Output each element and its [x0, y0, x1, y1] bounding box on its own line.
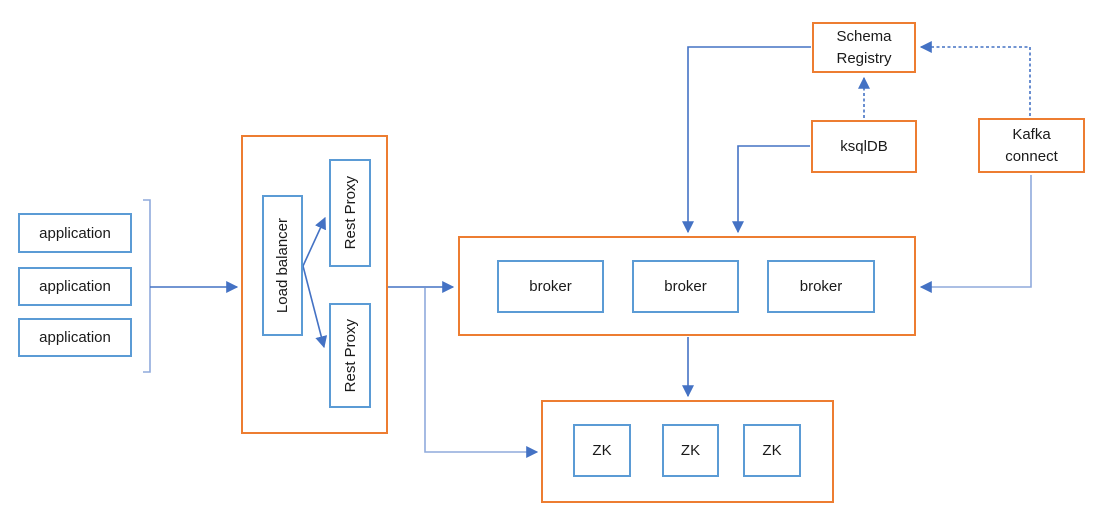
- edge-load-balancer-group-to-zookeeper-cluster: [424, 288, 539, 458]
- edge-load-balancer-to-rest-proxy-1: [302, 216, 326, 267]
- edge-schema-registry-to-kafka-cluster: [682, 46, 811, 234]
- zk-node-2: ZK: [662, 424, 719, 477]
- rest-proxy-node-2: Rest Proxy: [329, 303, 371, 408]
- load-balancer-group: [241, 135, 388, 434]
- rest-proxy-node-1: Rest Proxy: [329, 159, 371, 267]
- kafka-connect-node: Kafka connect: [978, 118, 1085, 173]
- load-balancer-label: Load balancer: [274, 217, 291, 314]
- zookeeper-group: [541, 400, 834, 503]
- zk-node-3: ZK: [743, 424, 801, 477]
- zk-node-1: ZK: [573, 424, 631, 477]
- schema-registry-node: Schema Registry: [812, 22, 916, 73]
- rest-proxy-label-2: Rest Proxy: [341, 318, 359, 393]
- edge-kafka-connect-to-schema-registry: [919, 41, 1031, 116]
- application-node-3: application: [18, 318, 132, 357]
- applications-bracket: [143, 199, 151, 373]
- broker-node-3: broker: [767, 260, 875, 313]
- ksqldb-node: ksqlDB: [811, 120, 917, 173]
- edge-ksqldb-to-kafka-cluster: [732, 145, 810, 234]
- load-balancer-node: Load balancer: [262, 195, 303, 336]
- edge-kafka-connect-to-kafka-cluster: [919, 175, 1032, 293]
- broker-node-1: broker: [497, 260, 604, 313]
- broker-node-2: broker: [632, 260, 739, 313]
- application-node-2: application: [18, 267, 132, 306]
- kafka-cluster-group: [458, 236, 916, 336]
- edge-load-balancer-to-rest-proxy-2: [302, 265, 328, 349]
- application-node-1: application: [18, 213, 132, 253]
- rest-proxy-label-1: Rest Proxy: [341, 176, 359, 250]
